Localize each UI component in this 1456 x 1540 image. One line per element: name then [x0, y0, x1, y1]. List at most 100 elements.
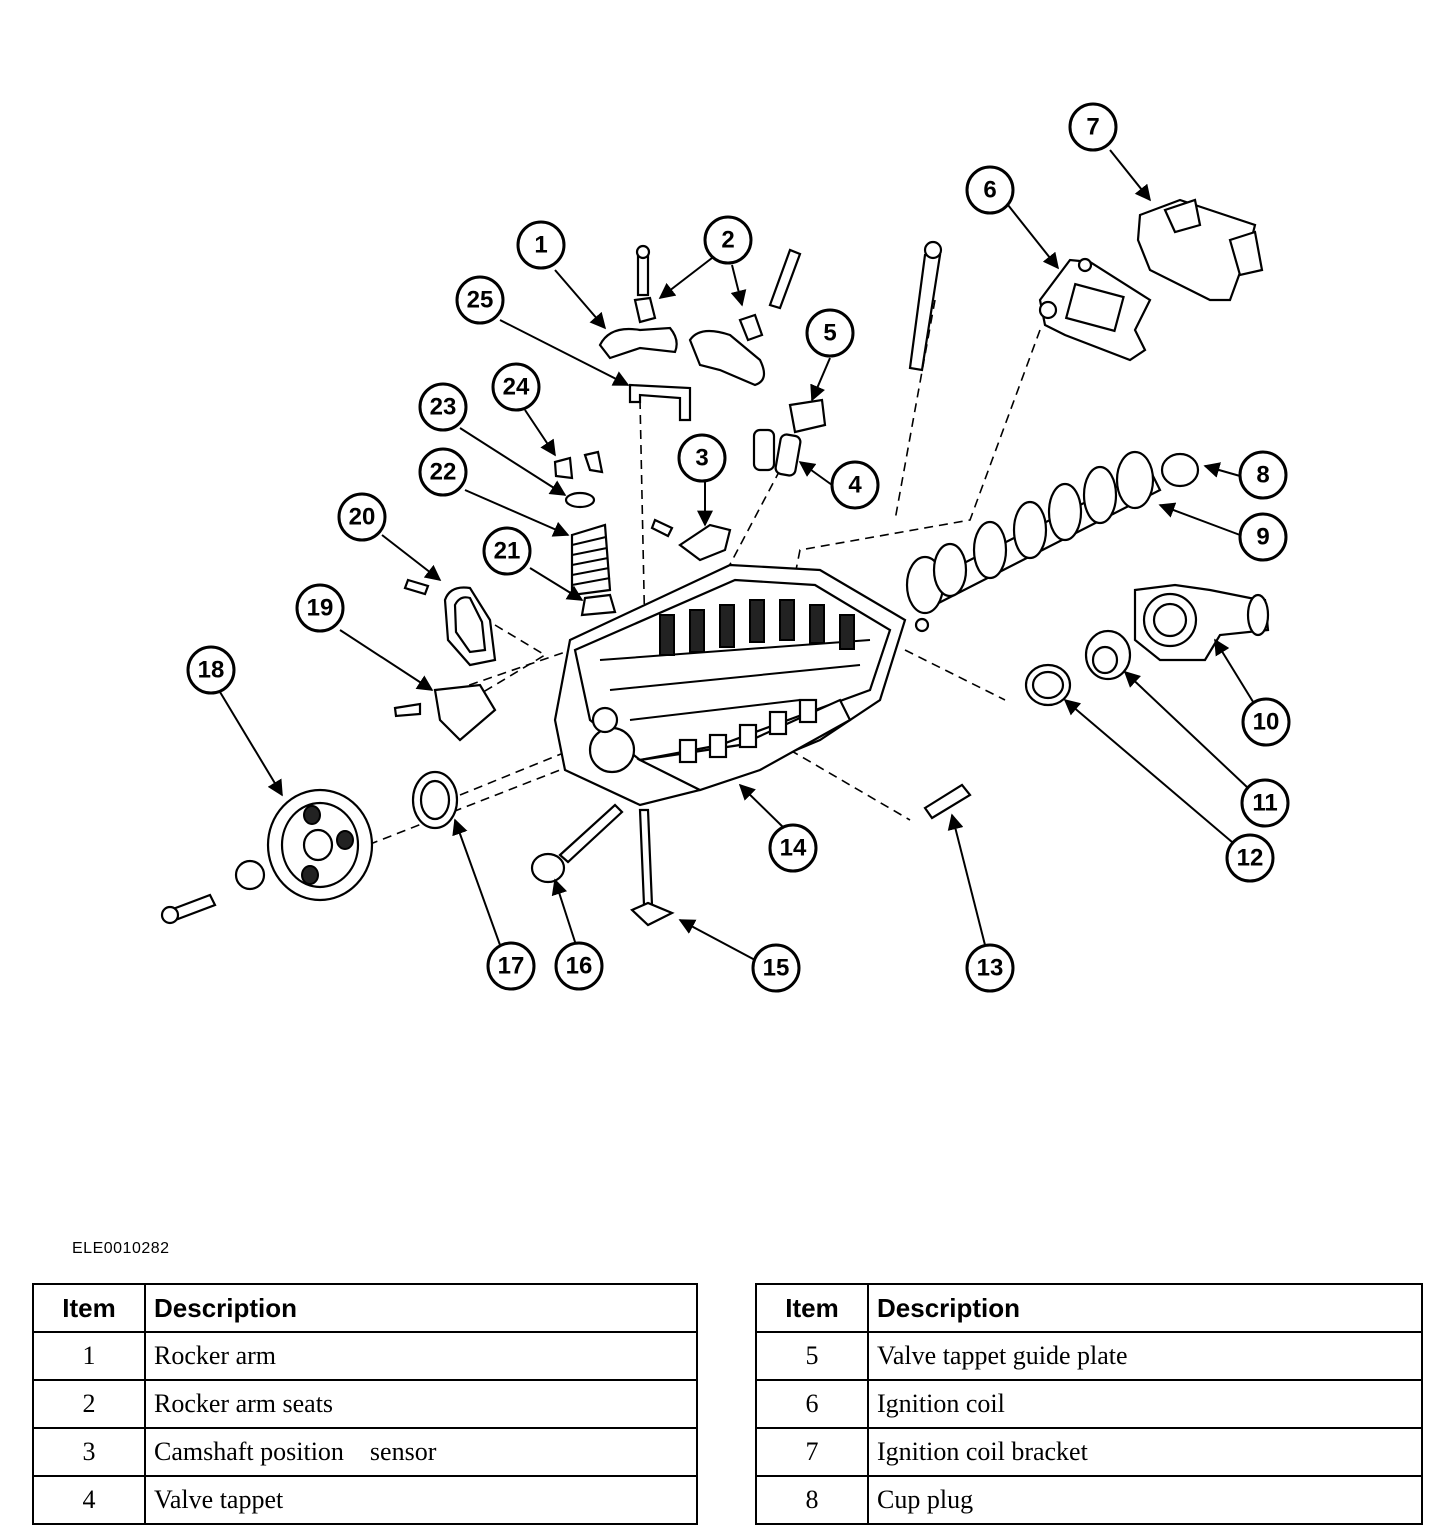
valve-keepers — [553, 450, 604, 480]
thermostat-seal — [1024, 663, 1072, 707]
callout-17: 17 — [486, 941, 536, 991]
callout-6: 6 — [965, 165, 1015, 215]
row-description: Ignition coil bracket — [867, 1427, 1423, 1477]
svg-text:17: 17 — [498, 953, 525, 980]
row-description: Ignition coil — [867, 1379, 1423, 1429]
table-row: 2 Rocker arm seats — [32, 1379, 698, 1429]
svg-text:23: 23 — [430, 394, 457, 421]
svg-text:13: 13 — [977, 955, 1004, 982]
row-description: Rocker arm — [144, 1331, 698, 1381]
svg-text:15: 15 — [763, 955, 790, 982]
svg-text:14: 14 — [780, 835, 807, 862]
legend-header-row: Item Description — [32, 1283, 698, 1333]
table-row: 7 Ignition coil bracket — [755, 1427, 1423, 1477]
row-item: 6 — [755, 1379, 869, 1429]
callout-4: 4 — [830, 460, 880, 510]
svg-text:19: 19 — [307, 595, 334, 622]
callout-23: 23 — [418, 382, 468, 432]
spring-retainer — [564, 491, 596, 509]
svg-text:3: 3 — [695, 445, 708, 472]
callout-5: 5 — [805, 308, 855, 358]
cup-plug — [1160, 452, 1200, 488]
table-row: 3 Camshaft position sensor — [32, 1427, 698, 1477]
rear-cover-plate — [393, 683, 497, 742]
table-row: 8 Cup plug — [755, 1475, 1423, 1525]
exhaust-valve — [530, 803, 624, 884]
row-item: 3 — [32, 1427, 146, 1477]
svg-text:4: 4 — [848, 472, 862, 499]
table-row: 4 Valve tappet — [32, 1475, 698, 1525]
callout-25: 25 — [455, 275, 505, 325]
callout-13: 13 — [965, 943, 1015, 993]
ignition-coil-bracket — [1136, 198, 1264, 302]
callout-3: 3 — [677, 433, 727, 483]
callout-21: 21 — [482, 526, 532, 576]
table-row: 1 Rocker arm — [32, 1331, 698, 1381]
row-item: 8 — [755, 1475, 869, 1525]
svg-text:11: 11 — [1252, 790, 1277, 817]
svg-text:22: 22 — [430, 459, 457, 486]
intake-valve — [630, 808, 675, 927]
svg-text:8: 8 — [1256, 462, 1269, 489]
callout-22: 22 — [418, 447, 468, 497]
row-item: 4 — [32, 1475, 146, 1525]
svg-text:5: 5 — [823, 320, 836, 347]
header-item: Item — [32, 1283, 146, 1333]
svg-text:16: 16 — [566, 953, 593, 980]
tappet-guide-plate — [788, 398, 827, 434]
callout-11: 11 — [1240, 778, 1290, 828]
valve-stem-seal — [580, 593, 617, 617]
svg-text:1: 1 — [534, 232, 547, 259]
spark-plug — [923, 783, 972, 820]
callout-14: 14 — [768, 823, 818, 873]
callout-24: 24 — [491, 362, 541, 412]
valve-tappets — [752, 428, 802, 477]
legend-table-left: Item Description 1 Rocker arm 2 Rocker a… — [32, 1283, 698, 1525]
row-description: Cup plug — [867, 1475, 1423, 1525]
svg-text:10: 10 — [1253, 709, 1280, 736]
rocker-guide — [628, 383, 692, 422]
row-description: Valve tappet guide plate — [867, 1331, 1423, 1381]
row-item: 5 — [755, 1331, 869, 1381]
row-item: 2 — [32, 1379, 146, 1429]
rear-cover-gasket — [403, 578, 497, 667]
camshaft-position-sensor — [650, 518, 732, 562]
callout-15: 15 — [751, 943, 801, 993]
table-row: 6 Ignition coil — [755, 1379, 1423, 1429]
legend-header-row: Item Description — [755, 1283, 1423, 1333]
callout-12: 12 — [1225, 833, 1275, 883]
header-description: Description — [144, 1283, 698, 1333]
callout-18: 18 — [186, 645, 236, 695]
svg-text:25: 25 — [467, 287, 494, 314]
header-description: Description — [867, 1283, 1423, 1333]
callout-10: 10 — [1241, 697, 1291, 747]
callout-9: 9 — [1238, 512, 1288, 562]
valve-spring — [570, 523, 612, 597]
row-item: 7 — [755, 1427, 869, 1477]
camshaft — [905, 450, 1162, 633]
rocker-arms — [598, 326, 766, 387]
callout-1: 1 — [516, 220, 566, 270]
head-bolt — [908, 240, 943, 372]
svg-text:9: 9 — [1256, 524, 1269, 551]
svg-text:20: 20 — [349, 504, 376, 531]
row-description: Camshaft position sensor — [144, 1427, 698, 1477]
legend-table-right: Item Description 5 Valve tappet guide pl… — [755, 1283, 1423, 1525]
svg-text:18: 18 — [198, 657, 225, 684]
callout-7: 7 — [1068, 102, 1118, 152]
figure-reference-code: ELE0010282 — [72, 1240, 170, 1257]
cylinder-head — [553, 563, 907, 807]
row-description: Valve tappet — [144, 1475, 698, 1525]
row-description: Rocker arm seats — [144, 1379, 698, 1429]
thermostat-housing — [1133, 583, 1270, 662]
camshaft-sprocket — [160, 788, 374, 925]
row-item: 1 — [32, 1331, 146, 1381]
ignition-coil — [1038, 257, 1152, 362]
svg-text:2: 2 — [721, 227, 734, 254]
thermostat — [1084, 629, 1132, 681]
callout-2: 2 — [703, 215, 753, 265]
rocker-arm-seats — [633, 244, 802, 342]
svg-text:24: 24 — [503, 374, 530, 401]
svg-text:7: 7 — [1086, 114, 1099, 141]
callout-19: 19 — [295, 583, 345, 633]
